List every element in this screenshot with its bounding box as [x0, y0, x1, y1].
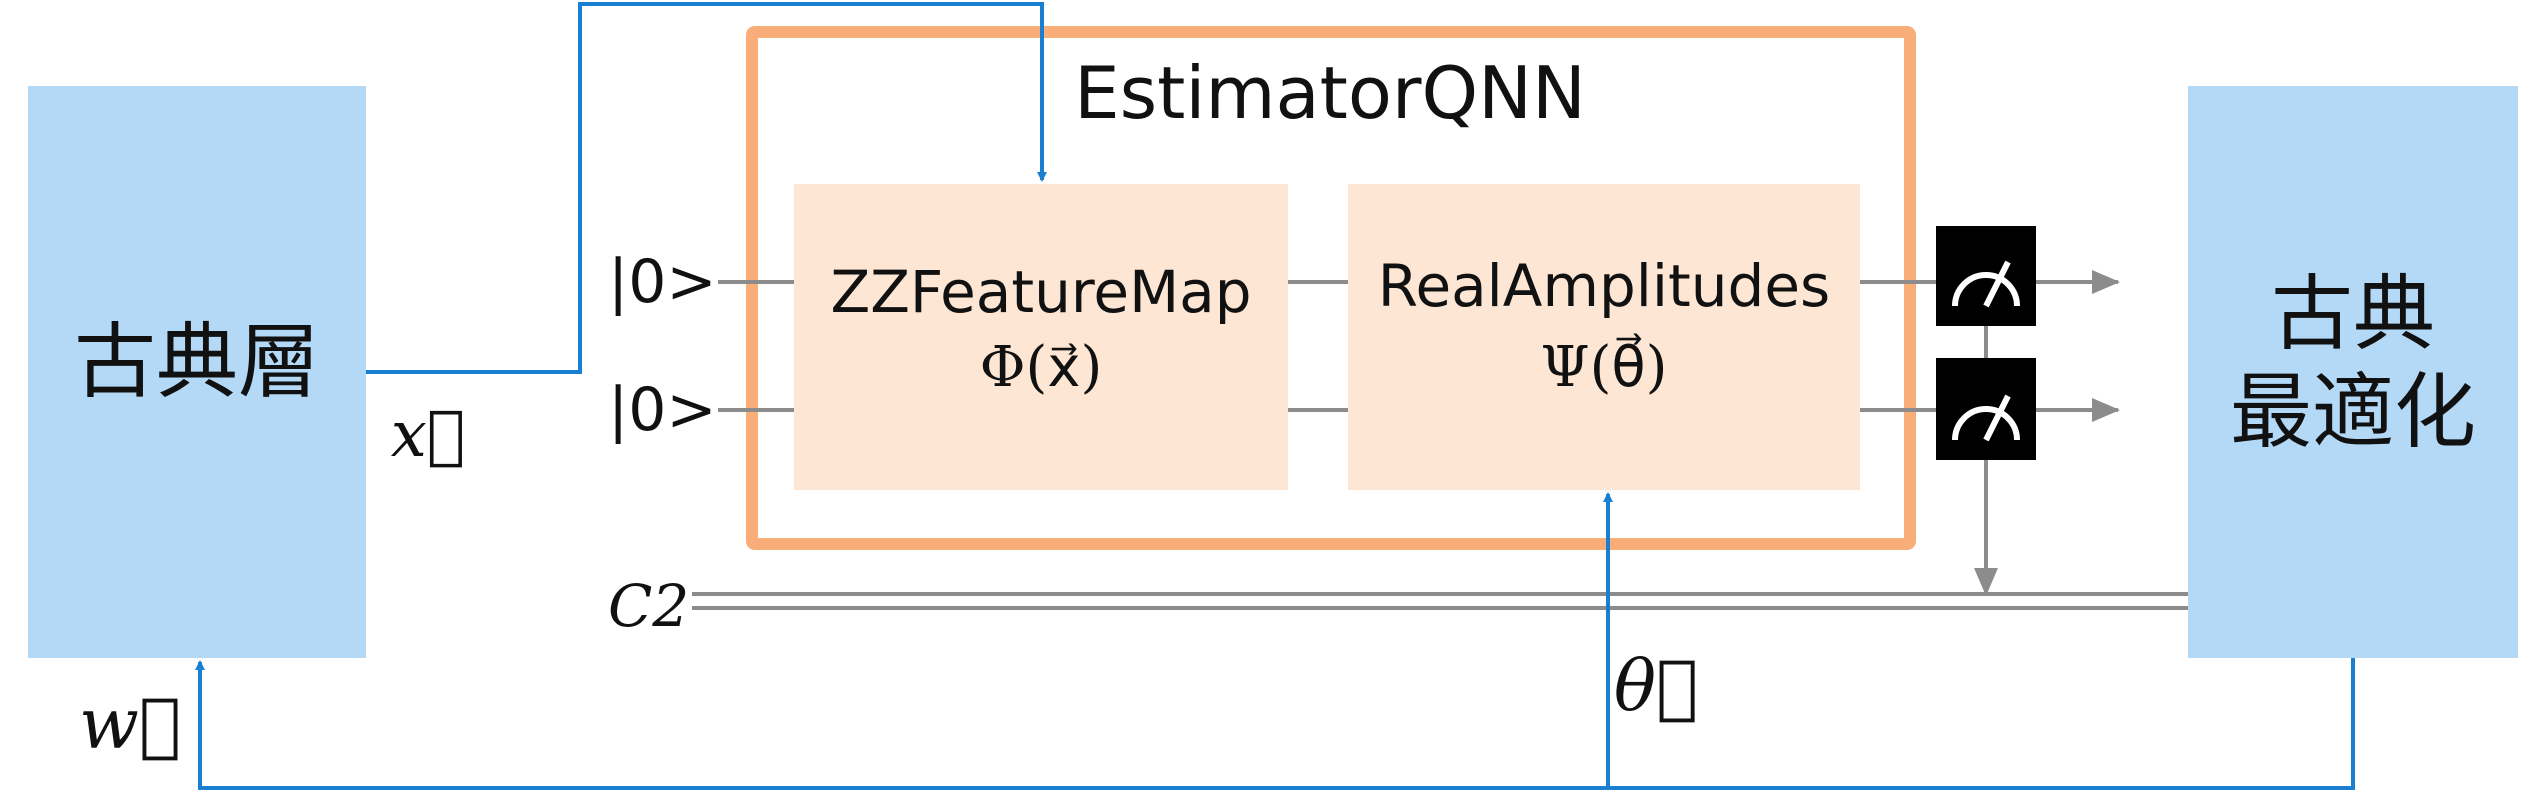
feature-map-name: ZZFeatureMap — [830, 258, 1251, 326]
estimator-qnn-frame — [746, 26, 1916, 550]
ansatz-formula: Ψ(θ⃗) — [1540, 333, 1667, 400]
theta-arrow-label: θ⃗ — [1614, 645, 1698, 727]
classical-optimizer-box — [2188, 86, 2518, 658]
feature-map-formula: Φ(x⃗) — [980, 335, 1103, 400]
estimator-qnn-title: EstimatorQNN — [1074, 51, 1586, 135]
qubit-label-0: |0> — [608, 247, 717, 317]
classical-register-label: C2 — [608, 572, 689, 640]
theta-feedback-arrow — [1603, 492, 2355, 790]
w-arrow-label: w⃗ — [79, 683, 181, 765]
measure-icon — [1936, 226, 2036, 326]
x-arrow-label: x⃗ — [391, 398, 466, 472]
classical-optimizer-label-line2: 最適化 — [2230, 365, 2476, 460]
x-data-arrow — [366, 2, 1047, 374]
classical-layer-label: 古典層 — [74, 315, 320, 410]
w-feedback-arrow — [195, 660, 1608, 790]
qubit-label-1: |0> — [608, 375, 717, 445]
classical-optimizer-label-line1: 古典 — [2271, 267, 2435, 362]
classical-layer-box — [28, 86, 366, 658]
ansatz-name: RealAmplitudes — [1378, 252, 1830, 320]
measure-icon — [1936, 358, 2036, 460]
ansatz-box — [1348, 184, 1860, 490]
feature-map-box — [794, 184, 1288, 490]
